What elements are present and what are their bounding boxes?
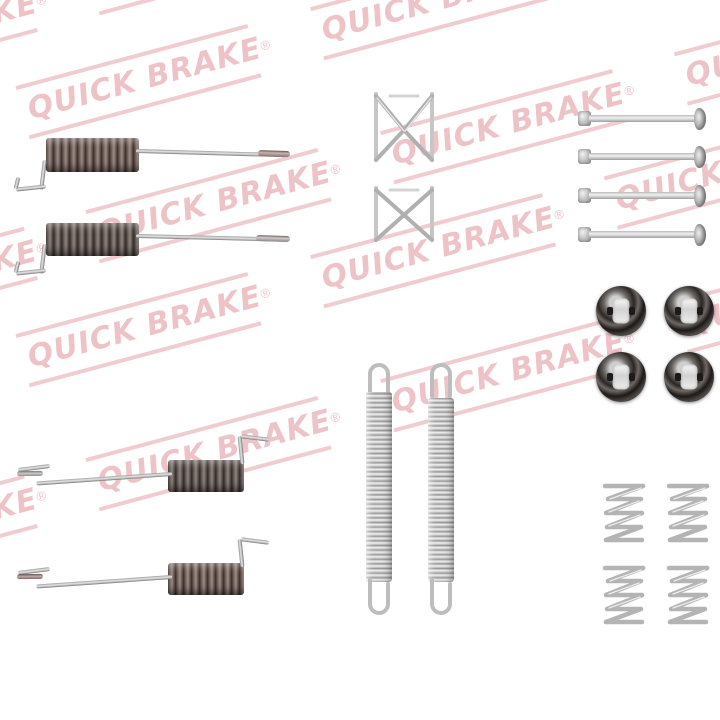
part-lever-spring-upper [8,432,270,507]
part-hold-down-pin [578,146,710,168]
part-retainer-cup-washer [596,286,646,336]
part-hold-down-compression-spring [600,562,648,630]
part-torsion-spring-upper [8,130,291,200]
part-conical-zigzag-spring-upper [370,90,440,168]
part-conical-zigzag-spring-lower [370,185,440,245]
part-hold-down-pin [578,185,710,207]
part-lever-spring-lower [8,535,270,610]
part-tension-spring-left [362,358,410,620]
part-hold-down-compression-spring [664,480,712,548]
part-retainer-cup-washer [596,352,646,402]
part-tension-spring-right [424,358,472,620]
part-retainer-cup-washer [664,286,714,336]
part-hold-down-compression-spring [664,562,712,630]
part-torsion-spring-lower [8,215,291,285]
part-retainer-cup-washer [664,352,714,402]
part-hold-down-pin [578,108,710,130]
part-hold-down-compression-spring [600,480,648,548]
part-hold-down-pin [578,224,710,246]
